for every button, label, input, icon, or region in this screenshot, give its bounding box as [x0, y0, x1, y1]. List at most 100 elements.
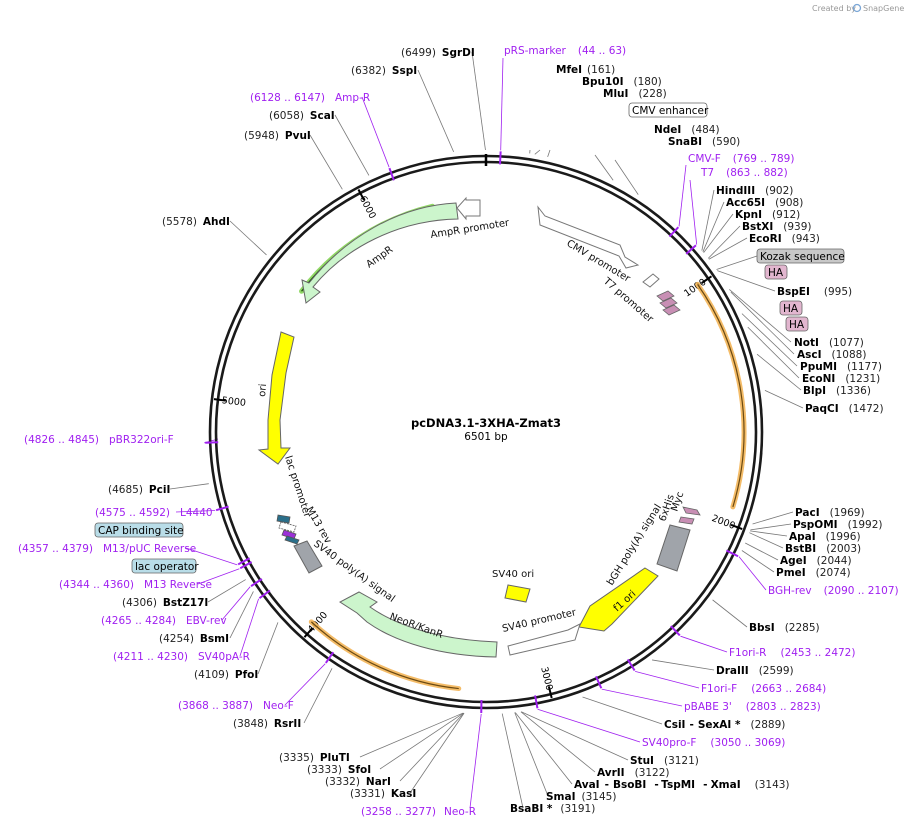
- enzyme-pos: (228): [638, 88, 666, 100]
- leader-line: [749, 532, 784, 549]
- enzyme-name: BstXI: [742, 221, 773, 233]
- enzyme-pos: (2889): [750, 719, 785, 731]
- enzyme-pos: (1996): [826, 531, 861, 543]
- primer-name: pRS-marker: [504, 45, 567, 57]
- leader-line: [207, 579, 246, 603]
- label-lac-promoter: lac promoter: [282, 455, 313, 520]
- svg-text:DraIII(2599): DraIII(2599): [716, 665, 794, 677]
- leader-line: [582, 696, 663, 725]
- svg-text:(4826 .. 4845)pBR322ori-F: (4826 .. 4845)pBR322ori-F: [24, 434, 174, 446]
- boxed-labels: CMV enhancer Kozak sequence HA HA HA CAP…: [94, 102, 845, 574]
- enzyme-pos: (1969): [830, 507, 865, 519]
- enzyme-name: PvuI: [285, 130, 311, 142]
- primer-mark: [725, 549, 739, 558]
- enzyme-pos: (6058): [269, 110, 304, 122]
- leader-line: [257, 622, 279, 675]
- enzyme-pos: (939): [783, 221, 811, 233]
- primer-range: (4575 .. 4592): [95, 507, 170, 519]
- label-sv40-ori: SV40 ori: [492, 569, 534, 580]
- ha-tag-3: [662, 304, 681, 316]
- enzyme-pos: (3331): [350, 788, 385, 800]
- enzyme-pos: (3143): [755, 779, 790, 791]
- primer-mark: [498, 151, 502, 165]
- m13-rev-mark: [284, 535, 300, 545]
- left-enzyme-labels: (6499)SgrDI (6382)SspI (6058)ScaI (5948)…: [108, 47, 616, 815]
- ha-box-2: [779, 300, 803, 316]
- leader-line: [537, 708, 641, 743]
- enzyme-pos: (2044): [817, 555, 852, 567]
- svg-text:SV40pro-F(3050 .. 3069): SV40pro-F(3050 .. 3069): [642, 737, 785, 749]
- svg-text:Bpu10I(180): Bpu10I(180): [582, 76, 662, 88]
- scale-tick-label: 2000: [710, 513, 737, 532]
- enzyme-pos: (5578): [162, 216, 197, 228]
- enzyme-name: KpnI: [735, 209, 762, 221]
- svg-text:PmeI(2074): PmeI(2074): [776, 567, 851, 579]
- leader-line: [547, 149, 551, 157]
- ha-box-3: [785, 316, 809, 332]
- primer-range: (4357 .. 4379): [18, 543, 93, 555]
- svg-text:(6128 .. 6147)Amp-R: (6128 .. 6147)Amp-R: [250, 92, 370, 104]
- enzyme-name: TspMI: [661, 779, 695, 791]
- svg-text:MluI(228): MluI(228): [603, 88, 667, 100]
- enzyme-name: BsoBI: [613, 779, 646, 791]
- primer-name: F1ori-R: [729, 647, 766, 659]
- enzyme-pos: (1992): [848, 519, 883, 531]
- enzyme-name: PluTI: [320, 752, 350, 764]
- label-ha-1: HA: [768, 267, 784, 279]
- primer-mark: [668, 226, 680, 238]
- primer-name: EBV-rev: [186, 615, 227, 627]
- leader-line: [750, 530, 788, 537]
- enzyme-name: AvrII: [597, 767, 625, 779]
- enzyme-name: ApaI: [789, 531, 816, 543]
- enzyme-name: KasI: [391, 788, 416, 800]
- label-kozak: Kozak sequence: [760, 251, 845, 263]
- primer-marks: [205, 151, 739, 713]
- leader-line: [309, 134, 343, 190]
- primer-mark: [325, 651, 335, 664]
- primer-range: (2453 .. 2472): [780, 647, 855, 659]
- enzyme-name: Acc65I: [726, 197, 765, 209]
- leader-line: [471, 51, 486, 151]
- lac-promoter-mark: [278, 521, 297, 533]
- enzyme-pos: (2599): [759, 665, 794, 677]
- leader-line: [703, 213, 734, 253]
- scale-tick: [547, 686, 553, 699]
- enzyme-name: SexAI *: [698, 719, 741, 731]
- svg-text:F1ori-F(2663 .. 2684): F1ori-F(2663 .. 2684): [701, 683, 826, 695]
- leader-line: [689, 179, 698, 245]
- leader-line: [716, 255, 758, 270]
- enzyme-pos: (3191): [560, 803, 595, 815]
- primer-range: (2090 .. 2107): [824, 585, 899, 597]
- svg-text:F1ori-R(2453 .. 2472): F1ori-R (2453 .. 2472): [729, 647, 855, 659]
- enzyme-pos: (4685): [108, 484, 143, 496]
- primer-range: (4265 .. 4284): [101, 615, 176, 627]
- svg-text:AgeI(2044): AgeI(2044): [780, 555, 852, 567]
- primer-name: L4440: [180, 507, 213, 519]
- leader-line: [745, 542, 779, 561]
- svg-text:(3335)PluTI: (3335)PluTI: [279, 752, 350, 764]
- svg-text:(5948)PvuI: (5948) PvuI: [244, 130, 311, 142]
- enzyme-name: ScaI: [310, 110, 335, 122]
- primer-name: SV40pA-R: [198, 651, 250, 663]
- svg-text:(4306)BstZ17I: (4306)BstZ17I: [122, 597, 208, 609]
- enzyme-pos: (943): [792, 233, 820, 245]
- leader-line: [175, 510, 216, 513]
- enzyme-name: AhdI: [203, 216, 230, 228]
- enzyme-pos: (5948): [244, 130, 279, 142]
- primer-mark: [250, 578, 263, 587]
- svg-text:(3848)RsrII: (3848)RsrII: [233, 718, 301, 730]
- enzyme-name: XmaI: [711, 779, 741, 791]
- label-ori: ori: [257, 383, 269, 397]
- svg-text:pRS-marker(44 .. 63): pRS-marker(44 .. 63): [504, 45, 626, 57]
- leader-line: [730, 291, 795, 355]
- primer-name: Neo-R: [444, 806, 476, 818]
- primer-labels: pRS-marker(44 .. 63) CMV-F(769 .. 789) T…: [18, 45, 899, 818]
- enzyme-pos: (484): [691, 124, 719, 136]
- primer-mark: [239, 561, 253, 570]
- svg-text:CMV-F(769 .. 789): CMV-F(769 .. 789): [688, 153, 794, 165]
- leader-line: [747, 326, 800, 379]
- enzyme-pos: (6382): [351, 65, 386, 77]
- primer-name: F1ori-F: [701, 683, 737, 695]
- enzyme-name: SnaBI: [668, 136, 702, 148]
